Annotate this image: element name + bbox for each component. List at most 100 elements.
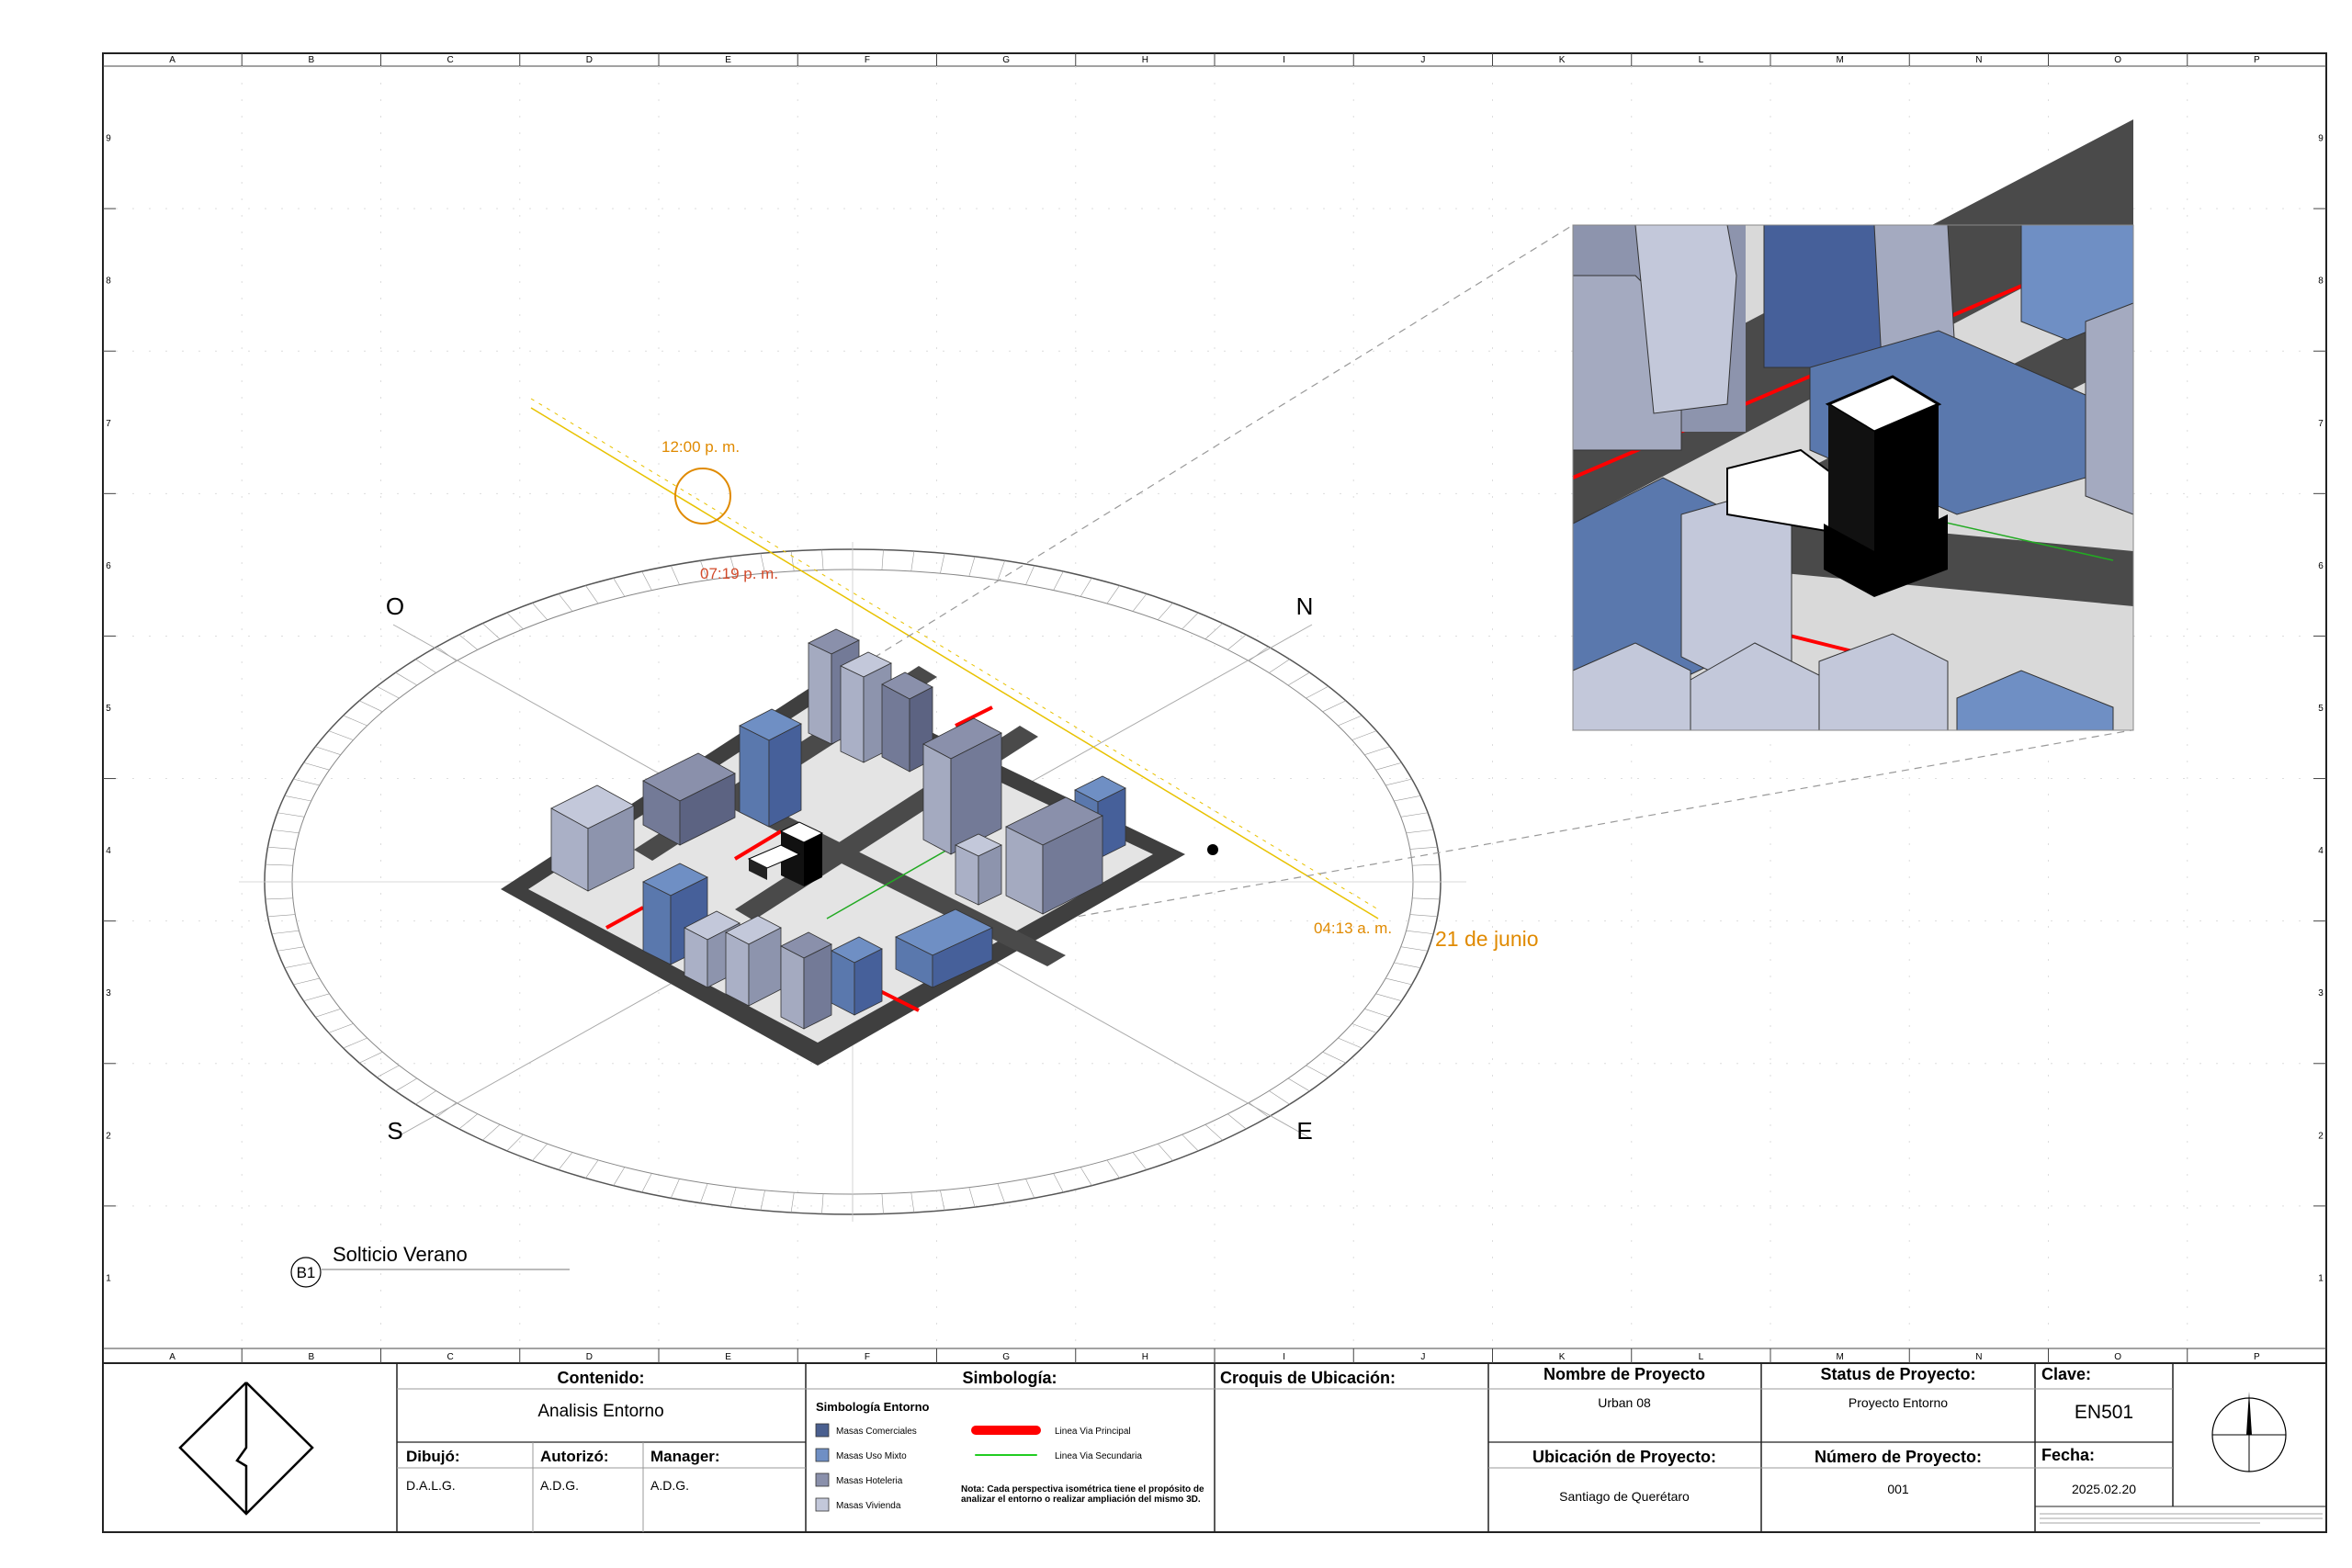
grid-row-label: 6 (106, 561, 111, 571)
nombre-proyecto-label: Nombre de Proyecto (1544, 1365, 1705, 1383)
simbologia-label: Simbología: (963, 1369, 1057, 1387)
grid-column-label: L (1699, 55, 1704, 65)
grid-column-label: D (586, 55, 593, 65)
grid-column-label: A (169, 55, 175, 65)
grid-column-label: G (1002, 55, 1010, 65)
grid-column-label: I (1283, 1352, 1285, 1362)
legend-swatch (815, 1472, 830, 1487)
ubicacion-proyecto-value: Santiago de Querétaro (1559, 1489, 1690, 1504)
city-massing-model (501, 628, 1218, 1066)
grid-column-label: N (1975, 1352, 1982, 1362)
sun-date-label: 21 de junio (1435, 927, 1539, 951)
ubicacion-proyecto-label: Ubicación de Proyecto: (1532, 1448, 1716, 1466)
compass-west-label: O (386, 592, 404, 620)
grid-column-label: H (1142, 55, 1148, 65)
legend-swatch (815, 1423, 830, 1438)
target-building (747, 821, 824, 886)
nombre-proyecto-value: Urban 08 (1598, 1395, 1651, 1410)
firm-logo (178, 1382, 314, 1516)
manager-value: A.D.G. (650, 1478, 689, 1493)
grid-row-label: 8 (2318, 276, 2324, 287)
grid-row-label: 8 (106, 276, 111, 287)
clave-value: EN501 (2075, 1402, 2133, 1423)
legend-line-label: Linea Via Principal (1055, 1427, 1131, 1437)
grid-column-label: K (1559, 55, 1566, 65)
numero-proyecto-value: 001 (1887, 1482, 1909, 1496)
grid-row-label: 6 (2318, 561, 2324, 571)
grid-column-label: G (1002, 1352, 1010, 1362)
sun-icon (674, 468, 731, 525)
grid-row-label: 4 (2318, 846, 2324, 856)
legend-mass-label: Masas Uso Mixto (836, 1451, 907, 1461)
sun-path (530, 398, 1379, 919)
view-badge-circle (290, 1257, 322, 1288)
contenido-label: Contenido: (558, 1369, 645, 1387)
inset-leader-top (808, 224, 1574, 699)
grid-row-label: 4 (106, 846, 111, 856)
grid-column-label: J (1420, 1352, 1425, 1362)
sun-noon-label: 12:00 p. m. (662, 438, 740, 456)
grid-column-label: J (1420, 55, 1425, 65)
grid-column-label: I (1283, 55, 1285, 65)
legend-note: Nota: Cada perspectiva isométrica tiene … (961, 1484, 1204, 1505)
grid-column-label: B (309, 1352, 315, 1362)
fecha-value: 2025.02.20 (2072, 1482, 2136, 1496)
grid-column-label: B (309, 55, 315, 65)
legal-fine-print (2040, 1513, 2323, 1524)
grid-row-label: 7 (106, 419, 111, 429)
compass-north-label: N (1296, 592, 1314, 620)
dibujo-value: D.A.L.G. (406, 1478, 456, 1493)
simbologia-entorno-label: Simbología Entorno (816, 1400, 930, 1414)
numero-proyecto-label: Número de Proyecto: (1815, 1448, 1982, 1466)
autorizo-label: Autorizó: (540, 1448, 609, 1465)
view-badge: B1 (297, 1264, 316, 1281)
legend-mass-label: Masas Hoteleria (836, 1476, 903, 1486)
grid-column-label: A (169, 1352, 175, 1362)
status-proyecto-label: Status de Proyecto: (1820, 1365, 1975, 1383)
manager-label: Manager: (650, 1448, 720, 1465)
grid-row-label: 7 (2318, 419, 2324, 429)
sun-sunset-label: 07:19 p. m. (700, 565, 778, 582)
grid-column-label: P (2254, 1352, 2260, 1362)
sun-sunrise-label: 04:13 a. m. (1314, 919, 1392, 937)
grid-column-label: H (1142, 1352, 1148, 1362)
grid-column-label: F (865, 1352, 870, 1362)
grid-column-label: F (865, 55, 870, 65)
grid-column-label: C (447, 55, 454, 65)
dibujo-label: Dibujó: (406, 1448, 460, 1465)
grid-row-label: 2 (2318, 1131, 2324, 1141)
autorizo-value: A.D.G. (540, 1478, 579, 1493)
compass-south-label: S (387, 1117, 402, 1145)
grid-row-label: 5 (106, 704, 111, 714)
grid-column-label: P (2254, 55, 2260, 65)
grid-column-label: E (725, 55, 731, 65)
grid-row-label: 9 (2318, 134, 2324, 144)
contenido-value: Analisis Entorno (537, 1402, 663, 1421)
view-label: B1 Solticio Verano (290, 1243, 570, 1288)
compass-east-label: E (1296, 1117, 1312, 1145)
grid-column-label: L (1699, 1352, 1704, 1362)
compass-ring-ticks (265, 549, 1441, 1214)
legend-line-label: Linea Via Secundaria (1055, 1451, 1142, 1461)
inset-target-building (1726, 375, 1948, 597)
grid-column-label: E (725, 1352, 731, 1362)
view-title: Solticio Verano (333, 1243, 468, 1266)
status-proyecto-value: Proyecto Entorno (1849, 1395, 1948, 1410)
grid-row-label: 3 (2318, 988, 2324, 998)
inset-leader-bottom (1065, 729, 2132, 919)
grid-column-label: C (447, 1352, 454, 1362)
grid-row-label: 1 (106, 1273, 111, 1283)
grid-column-label: M (1836, 1352, 1843, 1362)
model-north-marker (1207, 844, 1218, 855)
grid-row-label: 3 (106, 988, 111, 998)
grid-row-label: 9 (106, 134, 111, 144)
grid-column-label: O (2114, 55, 2121, 65)
inset-zoom-view (1572, 119, 2134, 731)
grid-row-label: 5 (2318, 704, 2324, 714)
grid-row-label: 2 (106, 1131, 111, 1141)
grid-column-label: O (2114, 1352, 2121, 1362)
grid-column-label: K (1559, 1352, 1566, 1362)
